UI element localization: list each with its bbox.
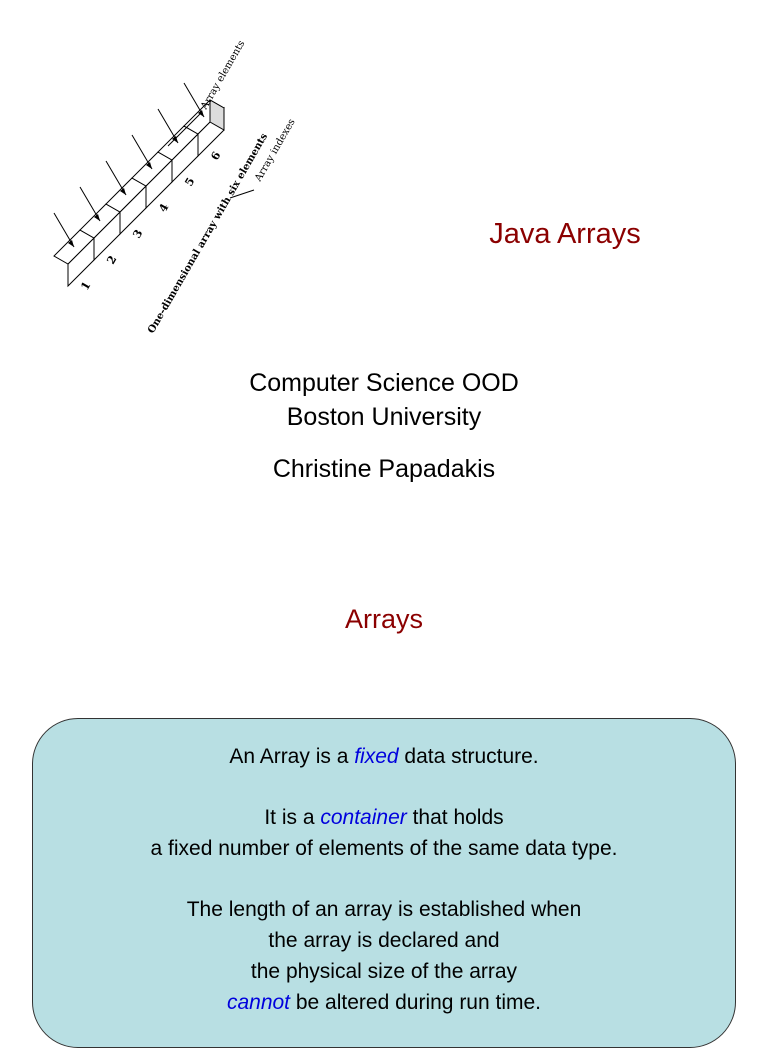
presentation-title: Java Arrays	[489, 218, 641, 250]
index-label: 1	[78, 279, 93, 292]
index-label: 6	[208, 149, 223, 162]
arrow-head	[68, 240, 74, 247]
index-label: 4	[156, 201, 171, 214]
index-label: 3	[130, 227, 145, 240]
elements-leader-line	[167, 113, 201, 147]
index-label: 5	[182, 175, 197, 188]
emphasis-cannot: cannot	[226, 991, 291, 1014]
index-label: 2	[104, 253, 119, 266]
line-declared: the array is declared and	[268, 929, 500, 952]
arrow-head	[146, 162, 152, 169]
arrow-head	[120, 188, 126, 195]
arrow-head	[198, 110, 204, 117]
indexes-arrow	[229, 189, 255, 199]
slide-title-arrays: Arrays	[344, 604, 423, 634]
author-name: Christine Papadakis	[272, 455, 496, 483]
line-physical-size: the physical size of the array	[250, 960, 518, 983]
slide-arrays: Arrays An Array is a fixed data structur…	[0, 560, 768, 1048]
line-fixed: An Array is a fixed data structure.	[229, 745, 539, 768]
line-cannot: cannot be altered during run time.	[226, 991, 542, 1014]
line-container: It is a container that holds	[264, 806, 504, 829]
line-length: The length of an array is established wh…	[186, 898, 582, 921]
line-same-type: a fixed number of elements of the same d…	[150, 837, 618, 860]
university-name: Boston University	[286, 403, 482, 431]
definition-text: An Array is a fixed data structure. It i…	[33, 741, 735, 1018]
array-cell-end	[209, 99, 225, 131]
element-arrows	[53, 82, 205, 248]
definition-box: An Array is a fixed data structure. It i…	[32, 718, 736, 1048]
emphasis-container: container	[320, 806, 407, 829]
arrow-head	[94, 214, 100, 221]
emphasis-fixed: fixed	[354, 745, 399, 768]
label-array-elements: Array elements	[199, 39, 248, 113]
course-name: Computer Science OOD	[249, 369, 519, 397]
